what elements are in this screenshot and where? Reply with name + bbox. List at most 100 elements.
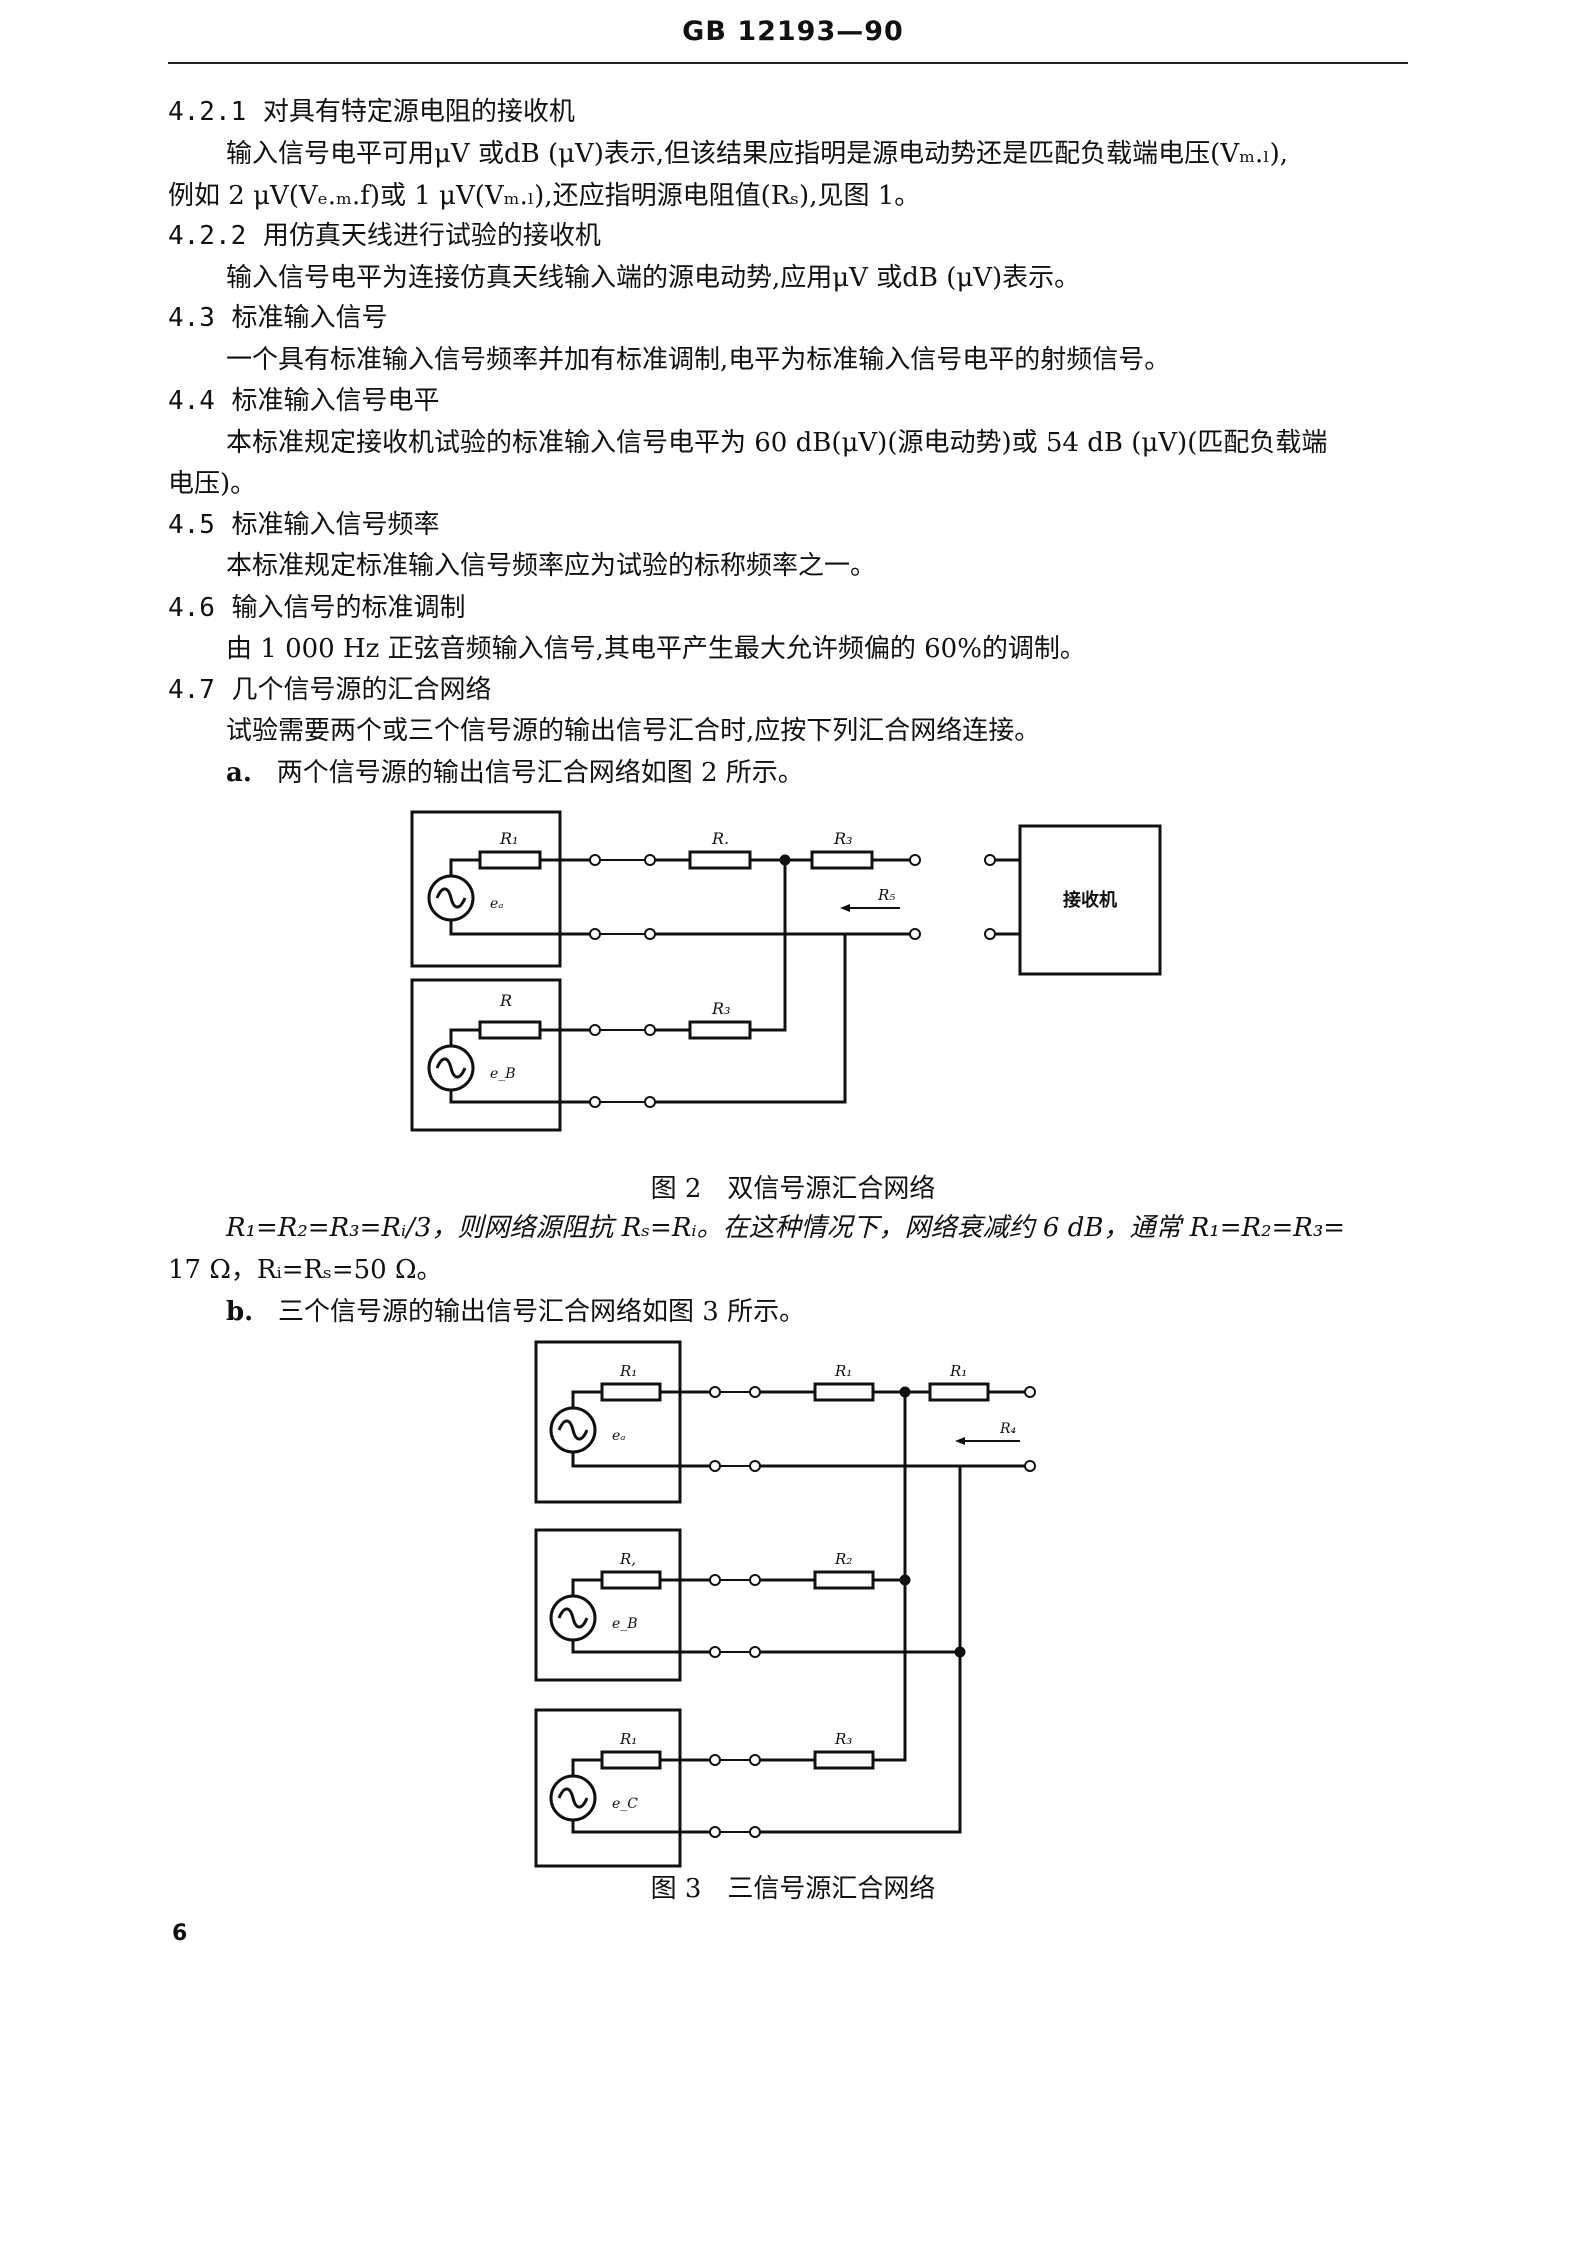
resistor-r-c2 [813,1750,875,1770]
label-r-c: R₁ [619,1730,637,1748]
section-number: 4.5 [168,510,215,540]
wire [571,1390,602,1408]
receiver-input-terminal [984,928,996,940]
list-item-a: a. 两个信号源的输出信号汇合网络如图 2 所示。 [226,755,804,791]
resistor-r-b [478,1020,542,1040]
terminal [709,1646,721,1658]
label-e-c: e_C [612,1796,638,1812]
terminal [644,854,656,866]
terminal [709,1754,721,1766]
paragraph: 一个具有标准输入信号频率并加有标准调制,电平为标准输入信号电平的射频信号。 [226,345,1171,375]
terminal [589,928,601,940]
wire [571,1640,710,1654]
wire [449,920,595,936]
page-number: 6 [172,1921,188,1946]
label-r-c2: R₃ [834,1730,852,1748]
section-4-4-heading: 4.4 标准输入信号电平 [168,383,440,419]
equation-paragraph: 17 Ω，Rᵢ=Rₛ=50 Ω。 [168,1255,443,1285]
sine-glyph-icon [557,1607,589,1629]
terminal [589,854,601,866]
figure-3-caption: 图 3 三信号源汇合网络 [650,1874,936,1904]
terminal [709,1460,721,1472]
output-terminal [909,854,921,866]
resistor-r-out [928,1382,990,1402]
label-r1-a: R₁ [499,829,518,848]
paragraph: 电压)。 [168,469,257,499]
equation-paragraph: R₁=R₂=R₃=Rᵢ/3，则网络源阻抗 Rₛ=Rᵢ。在这种情况下，网络衰减约 … [226,1213,1346,1243]
arrow-head-icon [840,904,850,912]
resistor-r1-a [600,1382,662,1402]
list-text: 三个信号源的输出信号汇合网络如图 3 所示。 [278,1297,806,1327]
section-title: 几个信号源的汇合网络 [231,675,492,705]
wire [571,1758,602,1776]
section-title: 标准输入信号频率 [231,510,440,540]
resistor-r-c [600,1750,662,1770]
paragraph: 输入信号电平可用μV 或dB (μV)表示,但该结果应指明是源电动势还是匹配负载… [226,139,1289,169]
wire [571,1820,710,1834]
wire [760,1466,962,1834]
terminal [709,1826,721,1838]
section-title: 输入信号的标准调制 [231,593,466,623]
section-4-3-heading: 4.3 标准输入信号 [168,300,388,336]
resistor-r-b2 [813,1570,875,1590]
receiver-box [1018,824,1162,976]
terminal [644,1024,656,1036]
terminal [589,1024,601,1036]
label-e-a: eₐ [490,896,504,912]
source-a-box [410,810,562,968]
section-title: 标准输入信号 [231,303,388,333]
label-r1-a: R₁ [619,1362,637,1380]
label-r-b: R [499,991,512,1010]
section-4-6-heading: 4.6 输入信号的标准调制 [168,590,466,626]
section-title: 用仿真天线进行试验的接收机 [262,221,601,251]
document-header: GB 12193—90 [682,16,904,47]
resistor-r3-b [688,1020,752,1040]
terminal [749,1826,761,1838]
label-r3: R₃ [833,829,852,848]
source-b-box [534,1528,682,1682]
sine-glyph-icon [435,887,467,909]
label-r-mid: R₁ [834,1362,852,1380]
section-number: 4.2.1 [168,97,247,127]
figure-2-circuit-diagram: R₁ eₐ R e_B R. R₃ R₅ R₃ 接收机 [410,810,1162,1132]
label-e-b: e_B [612,1616,638,1632]
section-number: 4.4 [168,386,215,416]
list-marker: a. [226,758,252,788]
source-c-box [534,1708,682,1868]
wire [750,860,787,1032]
paragraph: 例如 2 μV(Vₑ.ₘ.f)或 1 μV(Vₘ.ₗ),还应指明源电阻值(Rₛ)… [168,181,921,211]
sine-glyph-icon [557,1787,589,1809]
section-4-2-1-heading: 4.2.1 对具有特定源电阻的接收机 [168,94,575,130]
list-marker: b. [226,1297,254,1327]
terminal [644,1096,656,1108]
list-text: 两个信号源的输出信号汇合网络如图 2 所示。 [276,758,804,788]
section-4-7-heading: 4.7 几个信号源的汇合网络 [168,672,492,708]
sine-glyph-icon [557,1419,589,1441]
resistor-r-b [600,1570,662,1590]
section-number: 4.2.2 [168,221,247,251]
terminal [749,1460,761,1472]
source-a-box [534,1340,682,1504]
terminal [589,1096,601,1108]
output-terminal [1024,1460,1036,1472]
wire [449,858,480,876]
resistor-r-mid [813,1382,875,1402]
wire [571,1578,602,1596]
resistor-r2 [688,850,752,870]
paragraph: 试验需要两个或三个信号源的输出信号汇合时,应按下列汇合网络连接。 [226,716,1041,746]
paragraph: 由 1 000 Hz 正弦音频输入信号,其电平产生最大允许频偏的 60%的调制。 [226,634,1086,664]
receiver-label: 接收机 [1063,889,1117,911]
figure-2-caption: 图 2 双信号源汇合网络 [650,1174,936,1204]
section-4-2-2-heading: 4.2.2 用仿真天线进行试验的接收机 [168,218,601,254]
wire [449,1090,595,1104]
wire [571,1452,710,1468]
section-title: 对具有特定源电阻的接收机 [262,97,575,127]
label-r-out: R₁ [949,1362,967,1380]
list-item-b: b. 三个信号源的输出信号汇合网络如图 3 所示。 [226,1294,805,1330]
wire [655,934,847,1104]
output-terminal [1024,1386,1036,1398]
paragraph: 本标准规定标准输入信号频率应为试验的标称频率之一。 [226,551,877,581]
label-r-b: R, [619,1550,636,1568]
sine-glyph-icon [435,1057,467,1079]
arrow-head-icon [955,1437,965,1445]
